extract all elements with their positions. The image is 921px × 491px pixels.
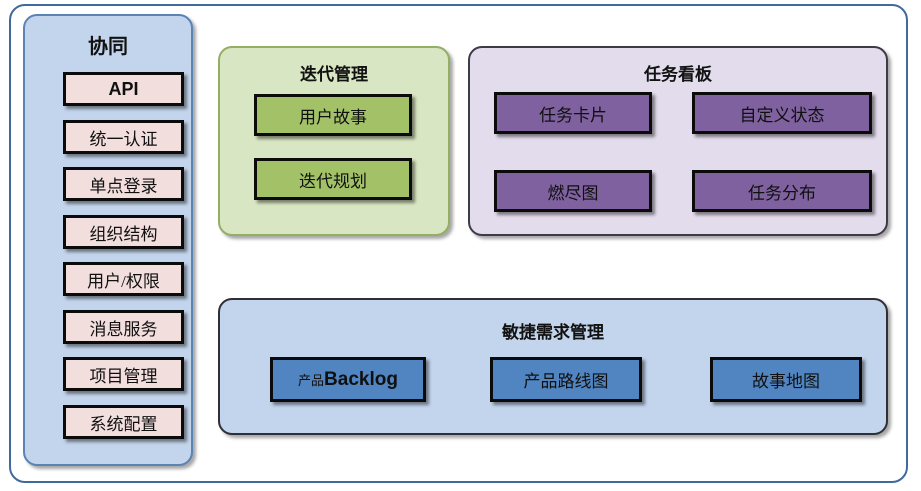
panel-agile-requirements-title: 敏捷需求管理 <box>502 323 604 342</box>
sidebar-item-sso[interactable]: 单点登录 <box>63 167 184 201</box>
panel-collaboration[interactable]: 协同 API 统一认证 单点登录 组织结构 用户/权限 消息服务 项目管理 系统… <box>23 14 193 466</box>
panel-task-board-title: 任务看板 <box>644 65 712 84</box>
taskboard-item-burndown-chart[interactable]: 燃尽图 <box>494 170 652 212</box>
outer-frame <box>9 4 908 483</box>
iteration-item-user-story[interactable]: 用户故事 <box>254 94 412 136</box>
panel-task-board[interactable]: 任务看板 任务卡片 自定义状态 燃尽图 任务分布 <box>468 46 888 236</box>
iteration-item-iteration-planning[interactable]: 迭代规划 <box>254 158 412 200</box>
panel-iteration-management[interactable]: 迭代管理 用户故事 迭代规划 <box>218 46 450 236</box>
agile-item-product-roadmap[interactable]: 产品路线图 <box>490 357 642 402</box>
sidebar-item-unified-auth[interactable]: 统一认证 <box>63 120 184 154</box>
panel-iteration-management-title: 迭代管理 <box>300 65 368 84</box>
panel-collaboration-title: 协同 <box>88 36 128 58</box>
sidebar-item-system-config[interactable]: 系统配置 <box>63 405 184 439</box>
sidebar-item-org-structure[interactable]: 组织结构 <box>63 215 184 249</box>
sidebar-item-project-mgmt[interactable]: 项目管理 <box>63 357 184 391</box>
taskboard-item-task-distribution[interactable]: 任务分布 <box>692 170 872 212</box>
taskboard-item-custom-status[interactable]: 自定义状态 <box>692 92 872 134</box>
sidebar-item-api[interactable]: API <box>63 72 184 106</box>
sidebar-item-message-svc[interactable]: 消息服务 <box>63 310 184 344</box>
agile-item-story-map[interactable]: 故事地图 <box>710 357 862 402</box>
taskboard-item-task-card[interactable]: 任务卡片 <box>494 92 652 134</box>
sidebar-item-user-perms[interactable]: 用户/权限 <box>63 262 184 296</box>
